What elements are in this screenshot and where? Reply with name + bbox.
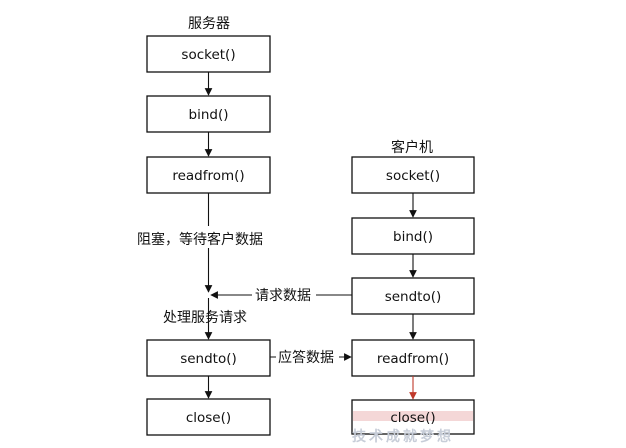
server-socket-label: socket() <box>181 47 235 63</box>
server-socket-box: socket() <box>146 35 271 73</box>
server-close-label: close() <box>186 410 231 426</box>
client-socket-box: socket() <box>351 156 475 194</box>
watermark-text: 技术成就梦想 <box>352 428 454 445</box>
server-sendto-box: sendto() <box>146 339 271 377</box>
client-readfrom-box: readfrom() <box>351 339 475 377</box>
client-title: 客户机 <box>391 139 433 156</box>
client-sendto-box: sendto() <box>351 277 475 315</box>
server-close-box: close() <box>146 398 271 436</box>
response-label-bg <box>276 346 339 366</box>
server-bind-box: bind() <box>146 95 271 133</box>
blocking-label: 阻塞，等待客户数据 <box>137 231 263 248</box>
server-readfrom-label: readfrom() <box>172 168 244 184</box>
client-bind-label: bind() <box>393 229 433 245</box>
client-close-label: close() <box>390 410 435 426</box>
client-socket-label: socket() <box>386 168 440 184</box>
server-readfrom-box: readfrom() <box>146 156 271 194</box>
server-title: 服务器 <box>188 16 230 32</box>
server-sendto-label: sendto() <box>180 351 237 367</box>
response-label: 应答数据 <box>278 349 334 366</box>
client-close-highlight <box>353 411 473 421</box>
blocking-label-bg <box>134 226 290 248</box>
server-bind-label: bind() <box>189 107 229 123</box>
client-bind-box: bind() <box>351 217 475 255</box>
client-sendto-label: sendto() <box>385 289 442 305</box>
process-label: 处理服务请求 <box>163 310 247 326</box>
request-label: 请求数据 <box>255 288 311 304</box>
client-readfrom-label: readfrom() <box>377 351 449 367</box>
client-close-box: close() <box>351 399 475 435</box>
request-label-bg <box>252 284 316 304</box>
